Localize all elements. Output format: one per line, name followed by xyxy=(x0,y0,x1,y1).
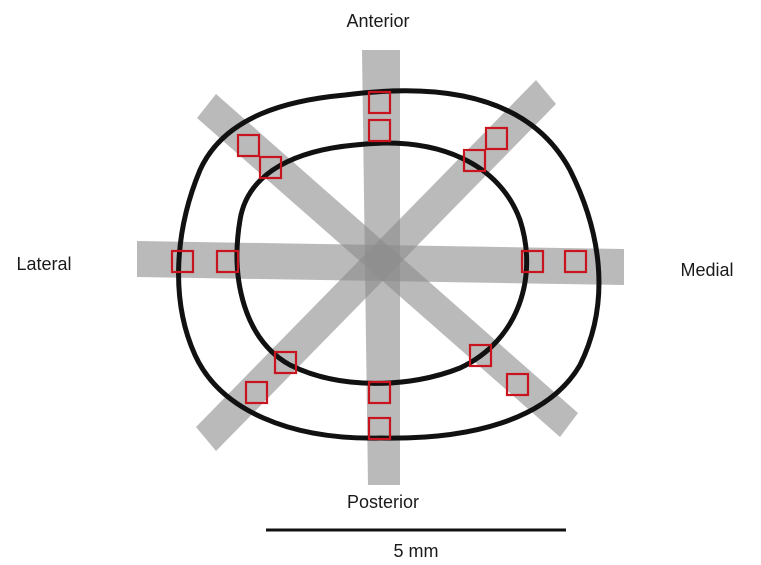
label-posterior: Posterior xyxy=(347,492,419,512)
label-medial: Medial xyxy=(680,260,733,280)
label-anterior: Anterior xyxy=(346,11,409,31)
radial-bands xyxy=(137,50,624,485)
scale-bar-label: 5 mm xyxy=(394,541,439,561)
label-lateral: Lateral xyxy=(16,254,71,274)
